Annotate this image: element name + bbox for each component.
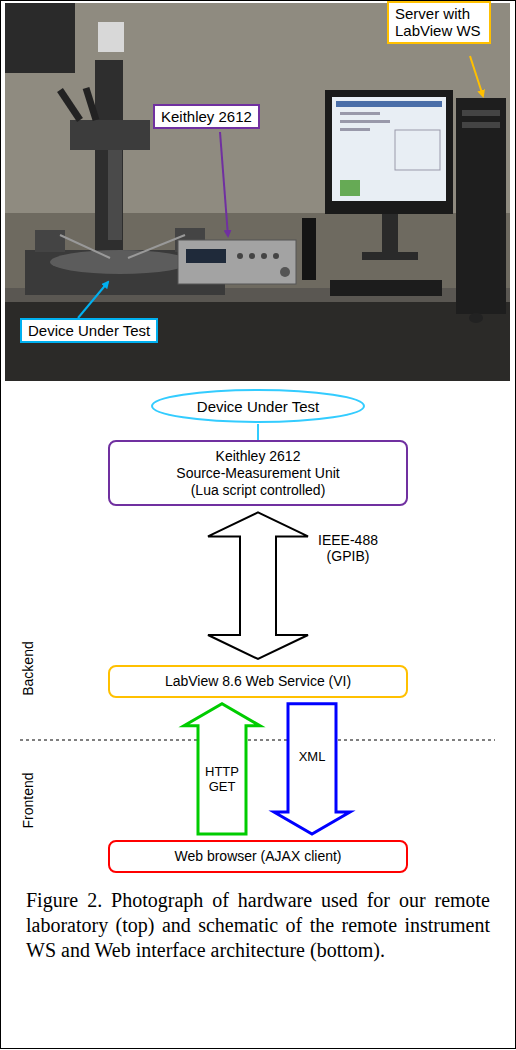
- node-title: LabView 8.6 Web Service (VI): [118, 673, 398, 690]
- keithley-instrument: [249, 253, 255, 259]
- probe-station: [95, 60, 123, 250]
- keithley-instrument: [237, 253, 243, 259]
- node-body: Source-Measurement Unit (Lua script cont…: [168, 465, 348, 499]
- service-box: LabView 8.6 Web Service (VI): [108, 665, 408, 698]
- computer: [469, 313, 483, 323]
- computer: [395, 130, 440, 170]
- section-label: Frontend: [20, 760, 37, 840]
- node-title: Keithley 2612: [161, 108, 252, 125]
- instrument-box: Keithley 2612Source-Measurement Unit (Lu…: [108, 440, 408, 506]
- computer: [456, 98, 506, 314]
- probe-station: [70, 120, 150, 150]
- leader-arrows: [78, 282, 108, 318]
- ellipse-outline: [152, 390, 364, 422]
- probe-station: [35, 230, 65, 252]
- block-arrow: [274, 704, 350, 834]
- computer: [336, 101, 442, 107]
- computer: [362, 252, 418, 260]
- probe-station: [128, 235, 185, 258]
- probe-station: [60, 90, 80, 120]
- node-title: Device Under Test: [197, 398, 319, 415]
- section-label: Backend: [20, 628, 37, 708]
- computer: [462, 110, 500, 116]
- edge-label: XML: [292, 750, 332, 765]
- node-title: Device Under Test: [28, 322, 150, 339]
- figure-caption: Figure 2. Photograph of hardware used fo…: [26, 888, 490, 963]
- photo-scene: [5, 3, 510, 213]
- probe-station: [60, 235, 110, 258]
- computer: [382, 214, 398, 254]
- photo-scene: [5, 3, 510, 381]
- leader-arrows: [220, 132, 228, 236]
- edge-label: HTTP GET: [202, 765, 242, 795]
- device-ellipse: Device Under Test: [150, 388, 366, 424]
- computer: [340, 120, 390, 123]
- computer: [340, 180, 360, 196]
- client-box: Web browser (AJAX client): [108, 840, 408, 873]
- computer: [302, 218, 316, 280]
- probe-station: [25, 22, 225, 295]
- probe-station: [86, 88, 96, 120]
- keithley-instrument: [280, 267, 290, 277]
- keithley-instrument: [273, 253, 279, 259]
- computer: [332, 97, 446, 201]
- computer: [340, 112, 380, 115]
- node-title: Web browser (AJAX client): [118, 848, 398, 865]
- computer: [340, 128, 370, 131]
- block-arrow: [208, 512, 308, 659]
- node-title: Keithley 2612: [118, 448, 398, 465]
- probe-station: [98, 22, 124, 52]
- callout-box: Device Under Test: [20, 318, 158, 343]
- keithley-instrument: [261, 253, 267, 259]
- leader-arrows: [78, 56, 483, 318]
- keithley-instrument: [178, 240, 296, 284]
- photo-scene: [5, 3, 75, 73]
- photo-scene: [5, 3, 510, 381]
- callout-box: Keithley 2612: [153, 104, 260, 129]
- keithley-instrument: [178, 240, 296, 284]
- keithley-instrument: [186, 249, 226, 263]
- probe-station: [108, 150, 122, 240]
- node-title: Server with LabView WS: [395, 5, 483, 40]
- computer: [330, 280, 442, 296]
- edge-label: IEEE-488 (GPIB): [312, 532, 384, 564]
- probe-station: [50, 250, 190, 274]
- block-arrow: [184, 704, 260, 834]
- computer: [302, 90, 506, 323]
- divider-line: [20, 740, 495, 741]
- leader-arrows: [470, 56, 483, 96]
- connector-line: [257, 424, 259, 440]
- callout-box: Server with LabView WS: [387, 1, 491, 44]
- computer: [325, 90, 453, 214]
- computer: [462, 122, 500, 128]
